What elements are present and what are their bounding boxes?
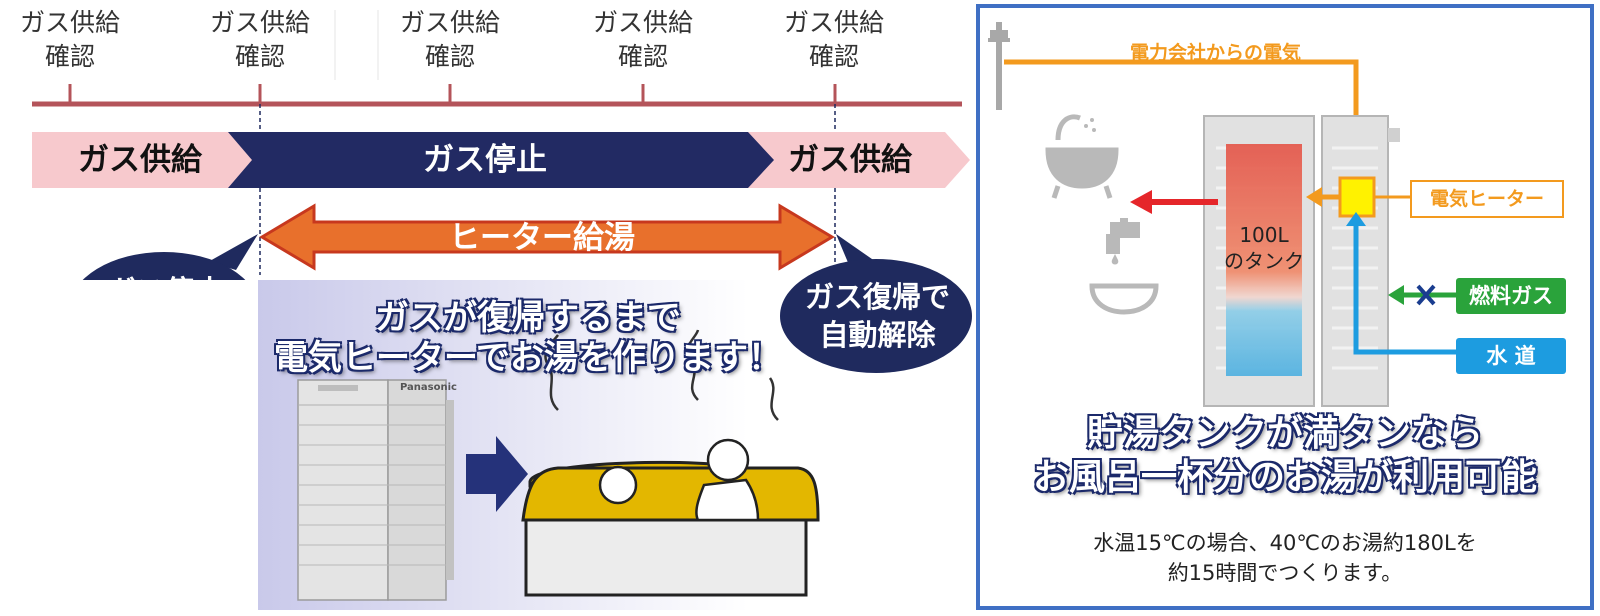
heater-supply-arrow bbox=[259, 203, 835, 271]
check-label-4: ガス供給 確認 bbox=[592, 8, 693, 71]
phase-band-supply-right bbox=[740, 132, 970, 188]
gas-label: 燃料ガス bbox=[1456, 278, 1566, 314]
phase-band-stop bbox=[228, 132, 774, 188]
phase-supply-right-label: ガス供給 bbox=[788, 142, 912, 178]
shower-bath-icon bbox=[1045, 114, 1119, 199]
unit-brand: Panasonic bbox=[400, 382, 457, 393]
bubble-detect-text: ガス停止 を検知 bbox=[106, 274, 223, 346]
timeline-graphic bbox=[32, 10, 970, 280]
bubble-release-text: ガス復帰で 自動解除 bbox=[804, 280, 950, 352]
system-note: 水温15℃の場合、40℃のお湯約180Lを 約15時間でつくります。 bbox=[1093, 531, 1477, 585]
steam-icon bbox=[544, 329, 779, 421]
check-label-2: ガス供給 確認 bbox=[209, 8, 310, 71]
electric-heater-box bbox=[1338, 176, 1376, 218]
water-label: 水 道 bbox=[1456, 338, 1566, 374]
process-arrow bbox=[466, 436, 528, 512]
check-label-1: ガス供給 確認 bbox=[19, 8, 120, 71]
bubble-detect-shape bbox=[208, 234, 258, 270]
bathtub bbox=[521, 438, 820, 597]
illustration-graphic bbox=[297, 329, 820, 601]
heater-label: 電気ヒーター bbox=[1410, 180, 1564, 218]
heater-supply-label: ヒーター給湯 bbox=[449, 220, 635, 256]
power-label: 電力会社からの電気 bbox=[1130, 42, 1302, 64]
system-headline: 貯湯タンクが満タンなら お風呂一杯分のお湯が利用可能 bbox=[1032, 413, 1537, 498]
bubble-detect bbox=[82, 252, 246, 280]
tank-label: 100L のタンク bbox=[1224, 223, 1304, 273]
phase-stop-label: ガス停止 bbox=[423, 142, 547, 178]
check-label-5: ガス供給 確認 bbox=[783, 8, 884, 71]
hot-water-unit bbox=[297, 379, 454, 601]
bubble-release bbox=[780, 259, 972, 373]
faucet-icon bbox=[1089, 218, 1159, 315]
system-diagram bbox=[988, 22, 1458, 407]
water-line bbox=[1353, 224, 1456, 355]
hot-water-tank bbox=[1226, 144, 1302, 376]
power-pole-icon bbox=[988, 22, 1010, 110]
cross-icon bbox=[1416, 284, 1436, 306]
phase-supply-left-label: ガス供給 bbox=[78, 142, 202, 178]
check-label-3: ガス供給 確認 bbox=[399, 8, 500, 71]
illustration-headline: ガスが復帰するまで 電気ヒーターでお湯を作ります！ bbox=[274, 298, 782, 378]
system-panel: 電力会社からの電気 100L のタンク 電気ヒーター 燃料ガス 水 道 貯湯タン… bbox=[976, 4, 1594, 610]
phase-band-supply-left bbox=[32, 132, 256, 188]
